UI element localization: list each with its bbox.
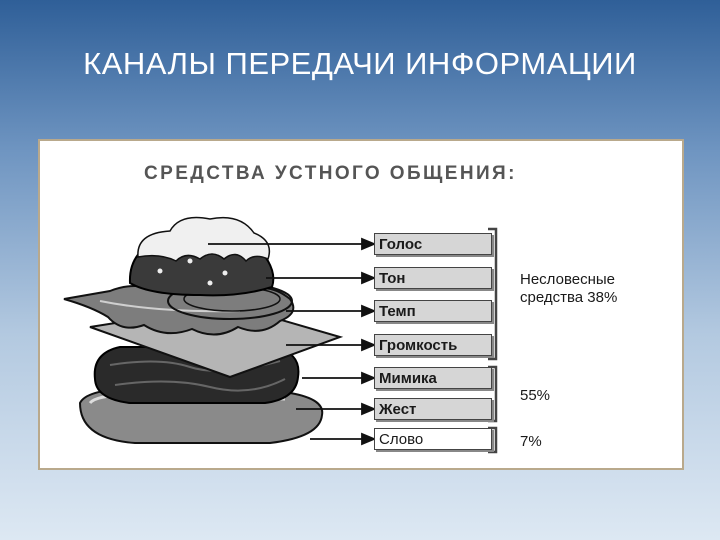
pointer-arrows	[208, 237, 377, 446]
figure-heading: СРЕДСТВА УСТНОГО ОБЩЕНИЯ:	[144, 163, 517, 184]
figure-frame: СРЕДСТВА УСТНОГО ОБЩЕНИЯ: Голос Тон Темп…	[38, 139, 684, 470]
nonverbal-group-label: Несловесные средства 38%	[520, 271, 617, 307]
sauce-topping	[137, 216, 271, 263]
label-tone: Тон	[374, 267, 492, 289]
label-tempo: Темп	[374, 300, 492, 322]
burger-illustration	[63, 216, 498, 454]
mimic-gesture-percent: 55%	[520, 387, 551, 404]
nonverbal-line-1: Несловесные	[520, 271, 615, 288]
label-volume: Громкость	[374, 334, 492, 356]
label-voice: Голос	[374, 233, 492, 255]
label-gesture: Жест	[374, 398, 492, 420]
nonverbal-line-2: средства 38%	[520, 289, 618, 306]
label-mimicry: Мимика	[374, 367, 492, 389]
label-word: Слово	[374, 428, 492, 450]
slide-title: КАНАЛЫ ПЕРЕДАЧИ ИНФОРМАЦИИ	[83, 46, 637, 81]
word-percent: 7%	[520, 433, 542, 450]
group-brackets	[488, 227, 498, 454]
